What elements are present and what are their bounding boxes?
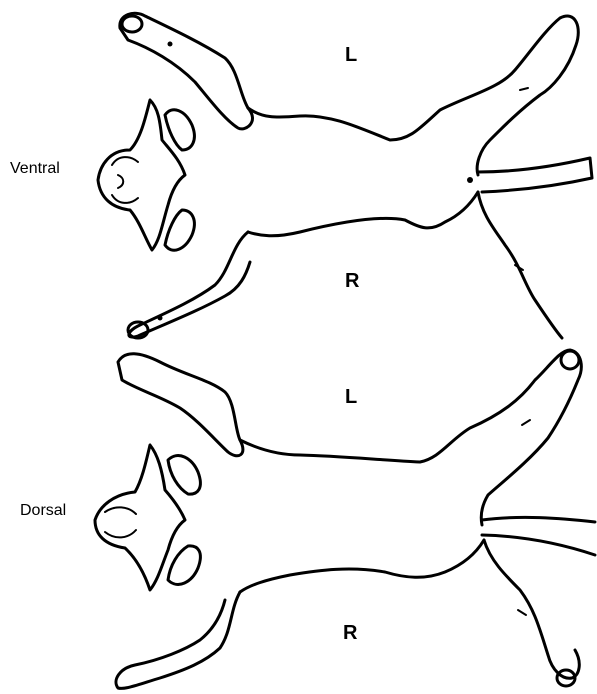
dorsal-left-label: L (345, 386, 357, 409)
dorsal-hindleg-mark-lower (518, 610, 526, 615)
ventral-left-forepaw (122, 16, 142, 32)
ventral-left-ear (165, 110, 194, 150)
ventral-paw-dot (168, 42, 173, 47)
ventral-nose-detail (112, 157, 138, 203)
dorsal-right-hindpaw (561, 351, 579, 369)
dorsal-left-foreleg (118, 354, 243, 456)
dorsal-right-label: R (343, 622, 357, 645)
ventral-hindleg-mark-upper (520, 88, 528, 90)
ventral-right-ear (165, 210, 194, 250)
ventral-navel-dot (467, 177, 473, 183)
dorsal-nose-detail (105, 507, 136, 537)
ventral-right-foreleg (129, 232, 250, 337)
dorsal-right-flank (240, 540, 484, 592)
ventral-right-hindleg (478, 192, 562, 338)
dorsal-view-label: Dorsal (20, 502, 66, 520)
dorsal-left-flank (240, 350, 581, 525)
ventral-left-flank (248, 16, 578, 175)
ventral-paw-dot-lower (158, 316, 163, 321)
dorsal-right-ear (168, 546, 200, 585)
ventral-tail (478, 158, 592, 192)
dorsal-right-hindleg (484, 540, 579, 678)
ventral-view-label: Ventral (10, 160, 60, 178)
ventral-right-flank (248, 192, 478, 236)
dorsal-tail (482, 517, 595, 555)
dorsal-right-foreleg (116, 592, 240, 688)
dorsal-left-ear (168, 456, 200, 495)
ventral-left-label: L (345, 44, 357, 67)
dorsal-hindleg-mark-upper (522, 420, 530, 425)
ventral-right-label: R (345, 270, 359, 293)
ventral-head (98, 100, 185, 250)
